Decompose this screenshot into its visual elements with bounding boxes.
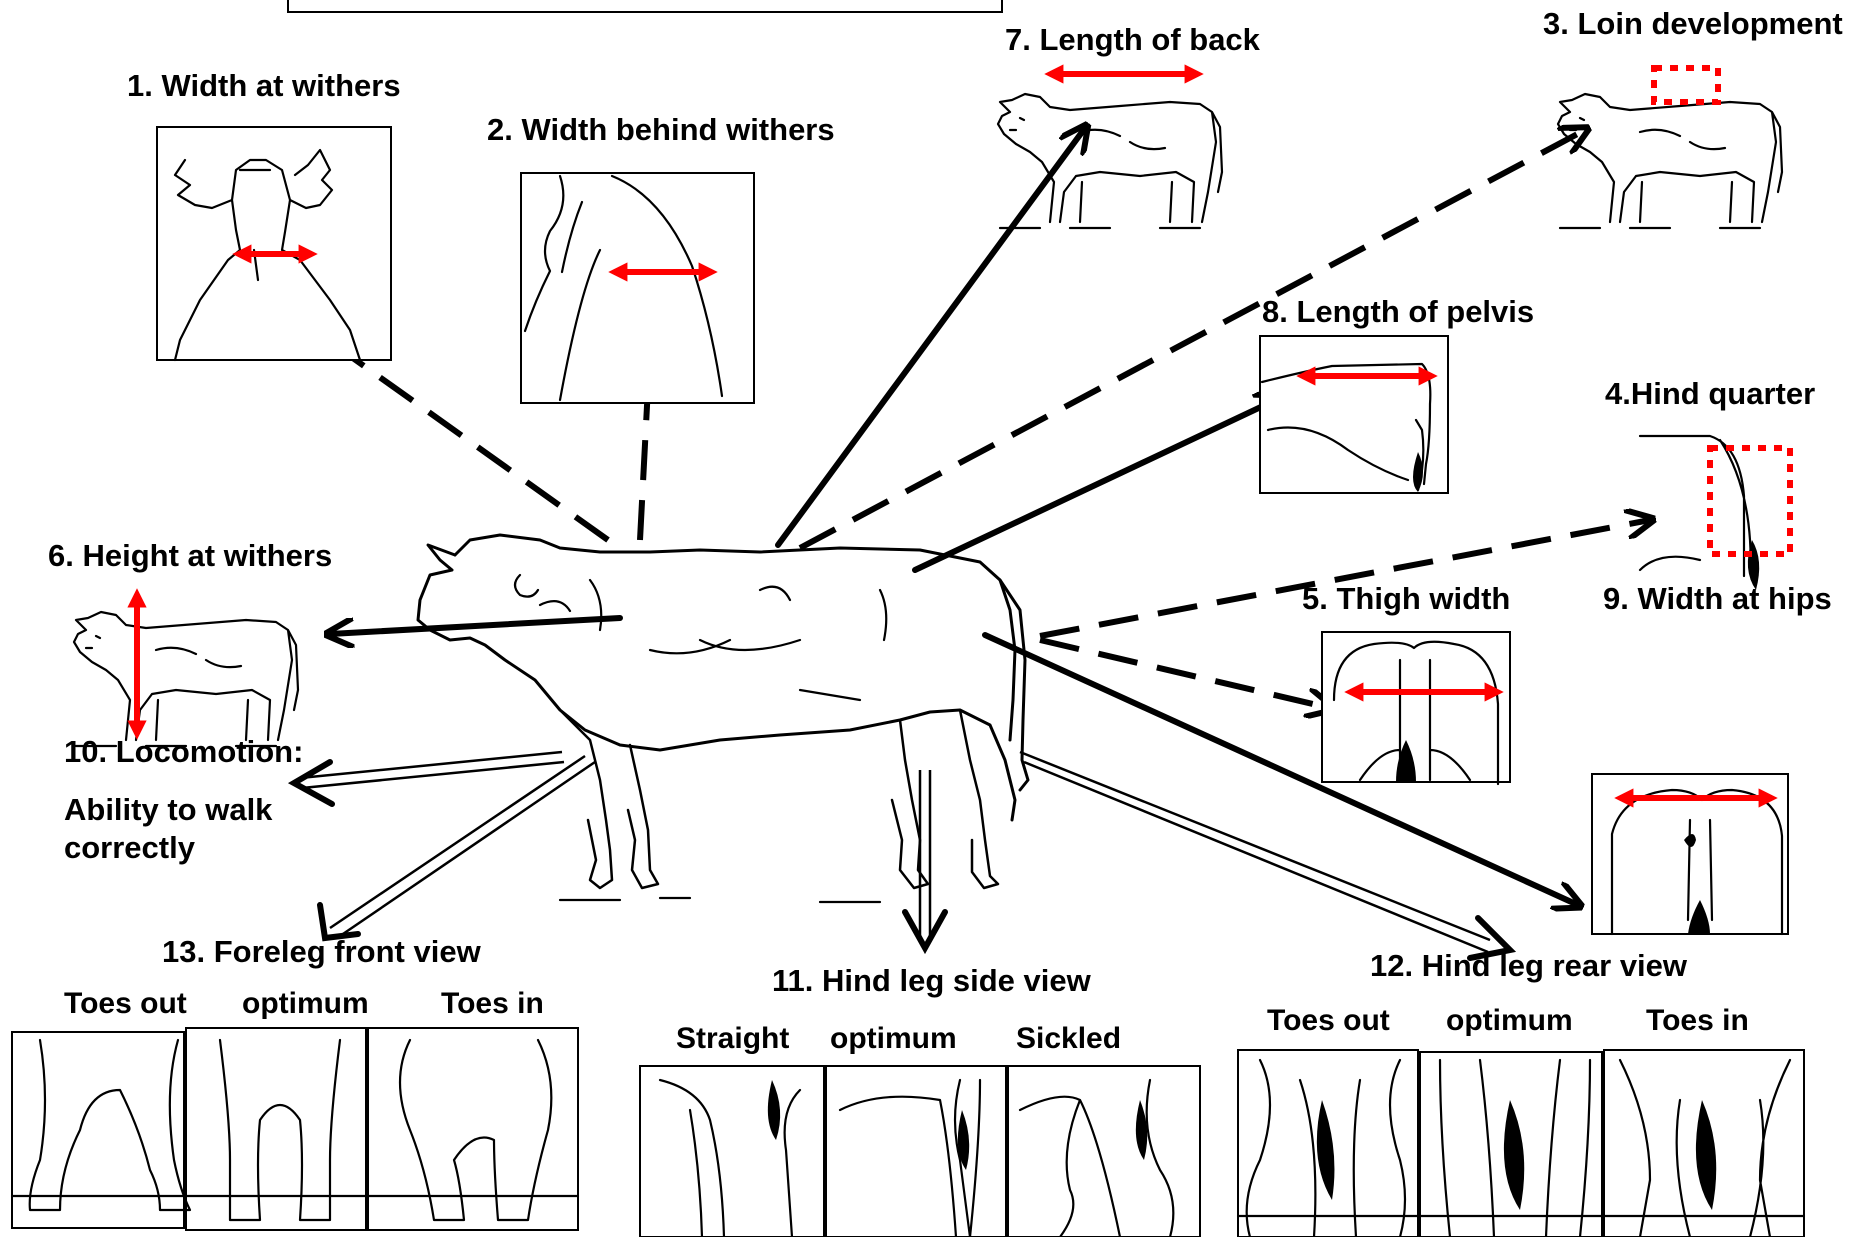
foreleg-toes-out-label: Toes out (64, 987, 187, 1020)
hindrear-optimum-label: optimum (1446, 1004, 1573, 1037)
panel-thigh-width: 5. Thigh width (1302, 581, 1510, 784)
locomotion-description-2: correctly (64, 830, 196, 865)
label-group-locomotion: 10. Locomotion: Ability to walk correctl… (64, 734, 303, 865)
foreleg-optimum-label: optimum (242, 987, 369, 1020)
label-length-of-pelvis: 8. Length of pelvis (1262, 294, 1534, 329)
panel-hind-leg-side-view: 11. Hind leg side view Straight optimum … (640, 963, 1200, 1237)
label-hind-leg-side: 11. Hind leg side view (772, 963, 1092, 998)
connector-arrows (280, 128, 1650, 958)
label-length-of-back: 7. Length of back (1005, 22, 1261, 57)
main-cow-illustration (418, 535, 1028, 902)
panel-height-at-withers: 6. Height at withers (48, 538, 332, 746)
label-locomotion: 10. Locomotion: (64, 734, 303, 769)
panel-length-of-pelvis: 8. Length of pelvis (1260, 294, 1534, 493)
label-hind-leg-rear: 12. Hind leg rear view (1370, 948, 1688, 983)
hindside-sickled-label: Sickled (1016, 1022, 1121, 1055)
label-height-at-withers: 6. Height at withers (48, 538, 332, 573)
panel-hind-leg-rear-view: 12. Hind leg rear view Toes out optimum … (1238, 948, 1804, 1237)
label-thigh-width: 5. Thigh width (1302, 581, 1510, 616)
title-box (288, 0, 1002, 12)
label-width-behind-withers: 2. Width behind withers (487, 112, 835, 147)
panel-width-behind-withers: 2. Width behind withers (487, 112, 835, 403)
panel-width-at-withers: 1. Width at withers (127, 68, 401, 360)
panel-foreleg-front-view: 13. Foreleg front view Toes out optimum … (12, 934, 578, 1230)
label-foreleg-front: 13. Foreleg front view (162, 934, 482, 969)
hindside-optimum-label: optimum (830, 1022, 957, 1055)
panel-width-at-hips (1592, 774, 1788, 934)
panel-hind-quarter: 4.Hind quarter 9. Width at hips (1603, 376, 1832, 616)
hindside-straight-label: Straight (676, 1022, 789, 1055)
label-width-at-withers: 1. Width at withers (127, 68, 401, 103)
label-loin-development: 3. Loin development (1543, 6, 1843, 41)
locomotion-description-1: Ability to walk (64, 792, 273, 827)
hindrear-toes-in-label: Toes in (1646, 1004, 1749, 1037)
label-hind-quarter: 4.Hind quarter (1605, 376, 1815, 411)
panel-loin-development: 3. Loin development (1543, 6, 1843, 228)
hindrear-toes-out-label: Toes out (1267, 1004, 1390, 1037)
label-width-at-hips: 9. Width at hips (1603, 581, 1832, 616)
foreleg-toes-in-label: Toes in (441, 987, 544, 1020)
